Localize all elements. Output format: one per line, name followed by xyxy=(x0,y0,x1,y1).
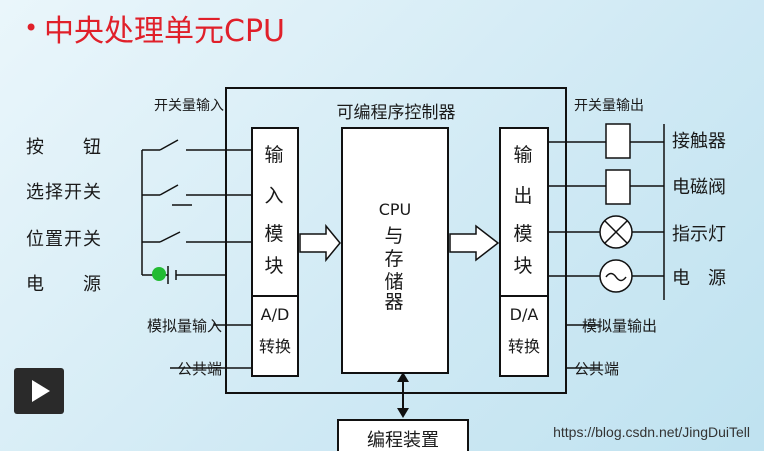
switch-input-label: 开关量输入 xyxy=(154,98,224,114)
device-contactor: 接触器 xyxy=(672,131,726,152)
ad-label: A/D xyxy=(261,305,290,324)
device-selector-switch: 选择开关 xyxy=(26,182,102,203)
output-module-char: 输 xyxy=(513,144,534,166)
indicator-lamp-icon xyxy=(599,215,633,249)
common-left-label: 公共端 xyxy=(177,360,222,378)
slide-title: 中央处理单元CPU xyxy=(44,14,285,49)
device-power-right: 电 源 xyxy=(672,268,726,289)
input-arrow xyxy=(299,223,341,263)
cpu-char: 与 xyxy=(384,225,405,247)
play-button[interactable] xyxy=(14,368,64,414)
ad-convert-label: 转换 xyxy=(259,337,291,356)
watermark-url: https://blog.csdn.net/JingDuiTell xyxy=(553,424,750,440)
input-module-char: 输 xyxy=(264,144,285,166)
output-arrow xyxy=(449,224,500,262)
analog-output-label: 模拟量输出 xyxy=(582,317,657,335)
analog-input-label: 模拟量输入 xyxy=(147,317,222,335)
cpu-char: 存 xyxy=(384,248,405,270)
ac-source-icon xyxy=(599,259,633,293)
cpu-box xyxy=(341,127,449,374)
device-indicator-lamp: 指示灯 xyxy=(672,224,726,245)
device-solenoid-valve: 电磁阀 xyxy=(672,177,726,198)
cursor-dot xyxy=(152,267,166,281)
output-wiring xyxy=(548,124,665,369)
da-converter xyxy=(499,295,549,377)
solenoid-coil xyxy=(605,169,631,205)
output-module xyxy=(499,127,549,297)
cpu-label: CPU xyxy=(379,200,412,219)
device-button: 按 钮 xyxy=(26,137,102,158)
controller-box xyxy=(225,87,567,394)
output-module-char: 出 xyxy=(513,185,534,207)
input-module-char: 入 xyxy=(264,185,285,207)
da-label: D/A xyxy=(510,305,539,324)
ad-converter xyxy=(251,295,299,377)
bullet-point: • xyxy=(24,14,39,42)
da-convert-label: 转换 xyxy=(508,337,540,356)
programmer-label: 编程装置 xyxy=(367,430,439,451)
output-module-char: 模 xyxy=(513,223,534,245)
device-power-left: 电 源 xyxy=(26,274,102,295)
play-icon xyxy=(32,380,50,402)
input-module-text: 输 入 模 块 xyxy=(264,144,285,277)
input-module-char: 模 xyxy=(264,223,285,245)
cpu-char: 储 xyxy=(384,271,405,293)
input-module-char: 块 xyxy=(264,255,285,277)
output-module-char: 块 xyxy=(513,255,534,277)
input-switches xyxy=(142,139,252,369)
contactor-coil xyxy=(605,123,631,159)
cpu-char: 器 xyxy=(384,291,405,313)
common-right-label: 公共端 xyxy=(574,360,619,378)
programmer-box xyxy=(337,419,469,451)
switch-output-label: 开关量输出 xyxy=(574,98,644,114)
device-position-switch: 位置开关 xyxy=(26,229,102,250)
controller-label: 可编程序控制器 xyxy=(337,103,456,123)
